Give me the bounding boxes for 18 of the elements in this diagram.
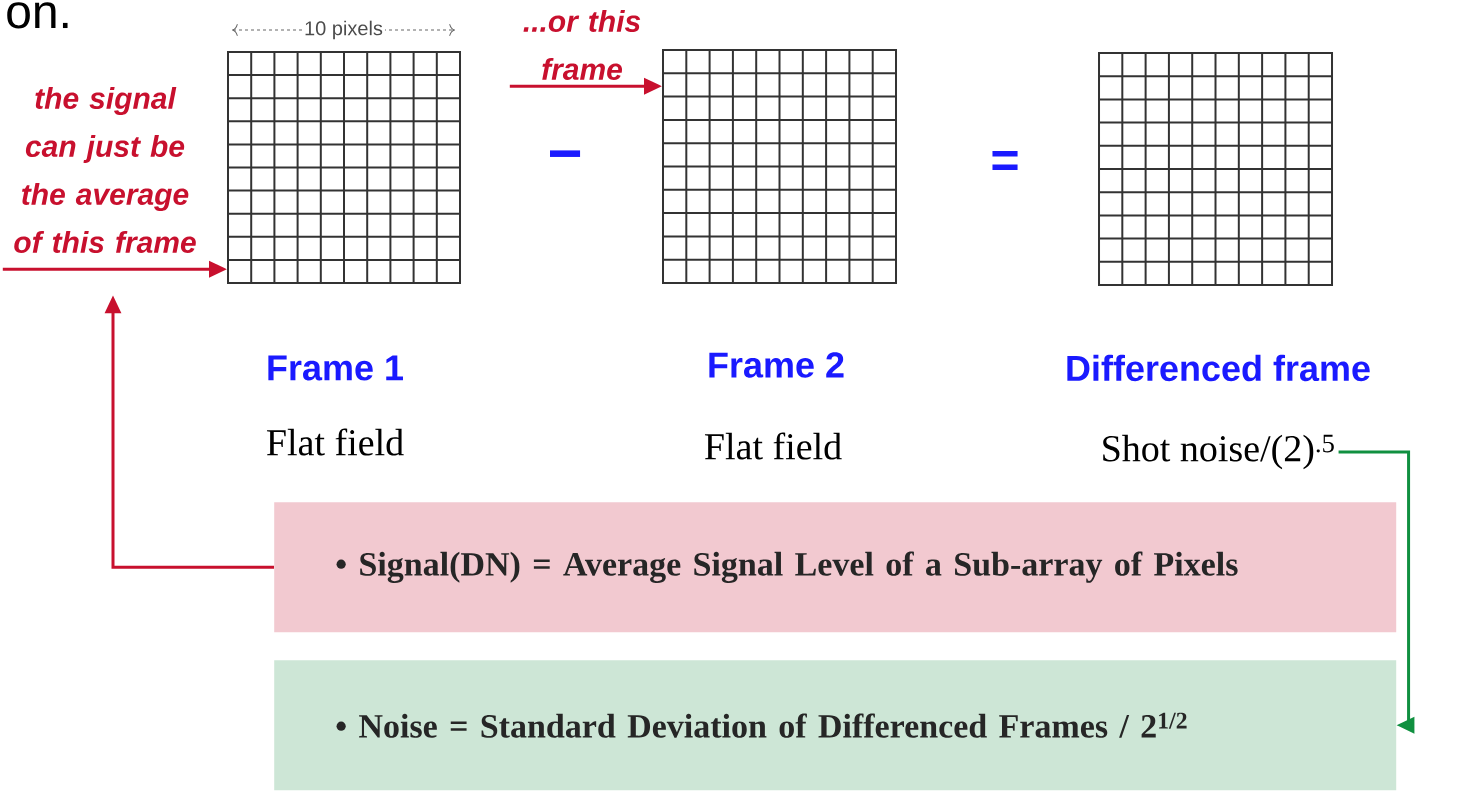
frame-caption: Flat field — [267, 428, 404, 456]
frame-title: Frame 2 — [709, 352, 844, 378]
heading-text: on. — [7, 2, 68, 29]
frame-caption: Shot noise/(2)$^{.5}$ — [1103, 434, 1334, 470]
annotation-text: the signal can just be the average of this frame — [14, 87, 196, 253]
definition-box: • Noise = Standard Deviation of Differenced Frames / 2$^{1/2}$ — [274, 660, 1397, 791]
annotation-text: ...or this frame — [523, 10, 641, 80]
equals-sign: = — [992, 151, 1018, 170]
frame-caption: Flat field — [705, 432, 842, 460]
pixel-grid — [227, 51, 461, 284]
frame-title: Frame 1 — [268, 355, 403, 381]
arrow — [1338, 450, 1415, 734]
frame-title: Differenced frame — [1067, 354, 1370, 382]
pixel-grid — [662, 49, 897, 284]
pixel-grid — [1098, 52, 1333, 286]
dimension-line: 10 pixels — [232, 18, 455, 42]
definition-box: • Signal(DN) = Average Signal Level of a Sub-array of Pixels — [274, 502, 1397, 633]
minus-sign: − — [550, 150, 581, 157]
